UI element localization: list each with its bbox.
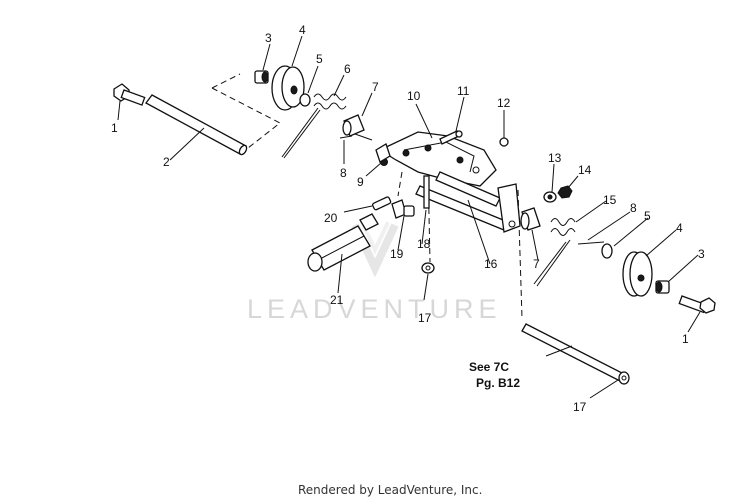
watermark-text: LEADVENTURE [247, 294, 502, 324]
part-shaft-lower [521, 323, 630, 385]
callout-15: 15 [603, 193, 617, 207]
callout-19: 19 [390, 247, 404, 261]
part-spring-right [533, 218, 605, 287]
part-washer-17 [421, 262, 435, 274]
callout-17-left: 17 [418, 311, 432, 325]
callout-7-left: 7 [372, 80, 379, 94]
part-bolt-left [113, 83, 146, 106]
callout-5-left: 5 [316, 52, 323, 66]
callout-8-left: 8 [340, 166, 347, 180]
callout-13: 13 [548, 151, 562, 165]
part-spring-left [281, 93, 347, 159]
part-nut-14 [557, 185, 573, 199]
callout-4-left: 4 [299, 23, 306, 37]
callout-16: 16 [484, 257, 498, 271]
callout-11: 11 [457, 84, 470, 98]
callout-2: 2 [163, 155, 170, 169]
note-line-1: See 7C [469, 360, 509, 374]
part-wheel-right [622, 251, 653, 297]
part-shaft-left [145, 94, 248, 156]
callout-21: 21 [330, 293, 344, 307]
note-line-2: Pg. B12 [476, 376, 520, 390]
leader-lines [117, 35, 701, 399]
callout-1-right: 1 [682, 332, 689, 346]
part-cross-shaft [415, 171, 521, 233]
part-spacer-right [655, 280, 670, 294]
callout-18: 18 [417, 237, 431, 251]
part-washer-right [601, 243, 613, 259]
callout-12: 12 [497, 96, 511, 110]
part-nut-12 [499, 137, 509, 147]
part-bushing-left [339, 114, 373, 141]
watermark: LEADVENTURE [247, 221, 502, 324]
callout-8-right: 8 [630, 201, 637, 215]
callout-6: 6 [344, 62, 351, 76]
part-shock-absorber [307, 213, 379, 272]
callout-7-right: 7 [533, 257, 540, 271]
part-nut-13 [543, 191, 557, 203]
part-bushing-right [520, 207, 541, 231]
callout-1-left: 1 [111, 121, 118, 135]
callout-3-left: 3 [265, 31, 272, 45]
callout-20: 20 [324, 211, 338, 225]
part-bolt-right [678, 295, 716, 314]
callout-labels: 1 2 3 4 5 6 7 8 9 10 11 12 13 14 15 8 5 … [111, 23, 705, 414]
cross-reference-note: See 7C Pg. B12 [469, 360, 520, 390]
callout-4-right: 4 [676, 221, 683, 235]
callout-10: 10 [407, 89, 421, 103]
part-washer-left [299, 93, 311, 107]
part-pivot-bracket [375, 131, 497, 187]
part-spacer-left [254, 70, 269, 84]
part-wheel-left [271, 65, 305, 111]
part-bracket-19 [391, 199, 415, 219]
callout-5-right: 5 [644, 209, 651, 223]
callout-17-right: 17 [573, 400, 587, 414]
part-pin-18 [423, 175, 430, 209]
part-pin-20 [372, 196, 392, 211]
footer-credit: Rendered by LeadVenture, Inc. [298, 483, 482, 497]
callout-14: 14 [578, 163, 592, 177]
callout-3-right: 3 [698, 247, 705, 261]
callout-9: 9 [357, 175, 364, 189]
part-bolt-11 [439, 130, 463, 145]
